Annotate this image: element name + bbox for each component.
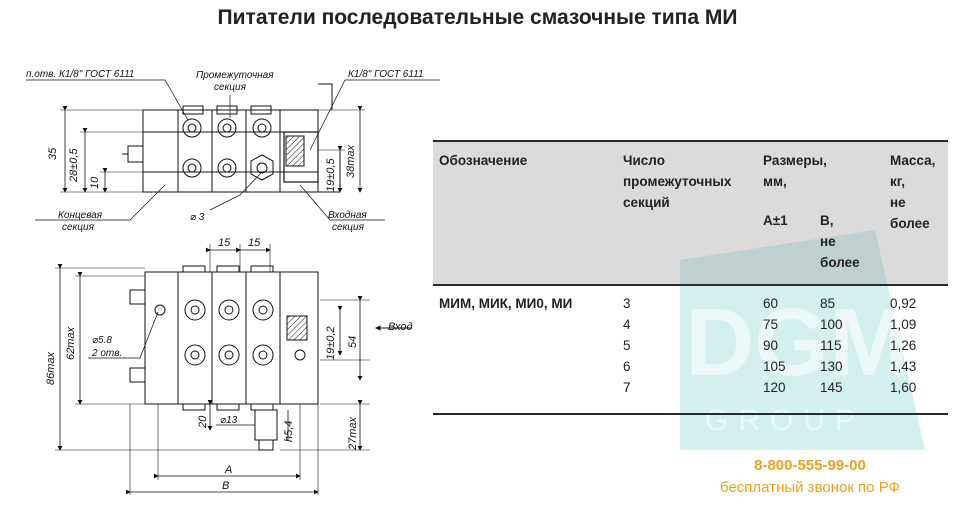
header-sizes-line: мм, xyxy=(763,174,787,189)
spec-table: Обозначение Число промежуточных секций Р… xyxy=(433,140,948,415)
table-cell: 5 xyxy=(623,338,631,353)
table-cell: 130 xyxy=(820,359,843,374)
dim-27: 27max xyxy=(347,416,359,451)
header-sections-line: Число xyxy=(623,153,665,168)
header-mass-line: более xyxy=(890,216,930,231)
table-cell: 4 xyxy=(623,317,631,332)
label-hole-thread: п.отв. К1/8" ГОСТ 6111 xyxy=(26,69,135,80)
table-cell: 60 xyxy=(763,296,779,311)
col-b: 85 100 115 130 145 xyxy=(820,293,843,398)
table-cell: 7 xyxy=(623,380,631,395)
header-size-b-line: не xyxy=(820,234,836,249)
header-sections-line: промежуточных xyxy=(623,174,732,189)
header-mass-line: кг, xyxy=(890,174,905,189)
label-middle-section-1: Промежуточная xyxy=(196,70,274,81)
dim-15-a: 15 xyxy=(218,237,231,249)
header-sizes: Размеры, мм, xyxy=(763,150,827,192)
table-cell: 100 xyxy=(820,317,843,332)
dim-b: B xyxy=(222,480,229,492)
label-end-section-2: секция xyxy=(62,222,95,233)
dim-54: 54 xyxy=(347,336,359,348)
header-size-b-line: B, xyxy=(820,213,834,228)
table-cell: 115 xyxy=(820,338,842,353)
dim-38: 38max xyxy=(345,144,357,178)
col-sections: 3 4 5 6 7 xyxy=(623,293,631,398)
label-end-section-1: Концевая xyxy=(58,210,103,221)
page-title: Питатели последовательные смазочные типа… xyxy=(217,6,738,29)
top-view xyxy=(26,79,440,221)
header-size-b: B, не более xyxy=(820,210,860,273)
header-mass-line: Масса, xyxy=(890,153,936,168)
contact-note: бесплатный звонок по РФ xyxy=(720,479,900,496)
dim-h5-4: h5,4 xyxy=(283,421,295,442)
table-cell: 75 xyxy=(763,317,779,332)
row-designation: МИМ, МИК, МИ0, МИ xyxy=(439,296,573,311)
label-middle-section-2: секция xyxy=(214,82,247,93)
front-view xyxy=(55,244,412,495)
contact-phone[interactable]: 8-800-555-99-00 xyxy=(754,457,866,474)
dim-15-b: 15 xyxy=(248,237,261,249)
label-dia-3: ⌀ 3 xyxy=(190,212,205,223)
header-mass-line: не xyxy=(890,195,906,210)
dim-20: 20 xyxy=(197,415,209,429)
table-cell: 3 xyxy=(623,296,631,311)
dim-86: 86max xyxy=(45,351,57,385)
table-cell: 1,26 xyxy=(890,338,917,353)
label-dia-13: ⌀13 xyxy=(220,415,238,426)
table-cell: 0,92 xyxy=(890,296,917,311)
label-inlet: Вход xyxy=(388,321,413,333)
header-size-b-line: более xyxy=(820,255,860,270)
table-cell: 1,09 xyxy=(890,317,917,332)
dim-62: 62max xyxy=(65,326,77,360)
header-mass: Масса, кг, не более xyxy=(890,150,935,234)
table-cell: 85 xyxy=(820,296,836,311)
label-input-section-2: секция xyxy=(332,222,365,233)
dim-a: A xyxy=(224,464,232,476)
dim-10: 10 xyxy=(89,176,101,189)
table-cell: 1,43 xyxy=(890,359,917,374)
header-designation: Обозначение xyxy=(439,153,528,168)
header-size-a: A±1 xyxy=(763,213,788,228)
header-sections: Число промежуточных секций xyxy=(623,150,731,213)
dim-19-top: 19±0,5 xyxy=(325,158,337,192)
spec-table-header xyxy=(433,142,948,286)
dim-19-front: 19±0,2 xyxy=(325,326,337,360)
table-cell: 6 xyxy=(623,359,631,374)
table-cell: 120 xyxy=(763,380,786,395)
table-cell: 90 xyxy=(763,338,779,353)
table-cell: 1,60 xyxy=(890,380,917,395)
dim-28: 28±0,5 xyxy=(68,148,80,183)
table-cell: 105 xyxy=(763,359,786,374)
label-thread-right: К1/8" ГОСТ 6111 xyxy=(348,69,424,80)
table-cell: 145 xyxy=(820,380,843,395)
col-mass: 0,92 1,09 1,26 1,43 1,60 xyxy=(890,293,916,398)
header-sections-line: секций xyxy=(623,195,670,210)
col-a: 60 75 90 105 120 xyxy=(763,293,786,398)
header-sizes-line: Размеры, xyxy=(763,153,827,168)
label-dia-5-8: ⌀5.8 xyxy=(92,335,112,346)
dim-35: 35 xyxy=(47,147,59,160)
label-input-section-1: Входная xyxy=(328,210,367,221)
label-2-holes: 2 отв. xyxy=(91,348,122,359)
technical-drawing: п.отв. К1/8" ГОСТ 6111 Промежуточная сек… xyxy=(26,69,440,495)
